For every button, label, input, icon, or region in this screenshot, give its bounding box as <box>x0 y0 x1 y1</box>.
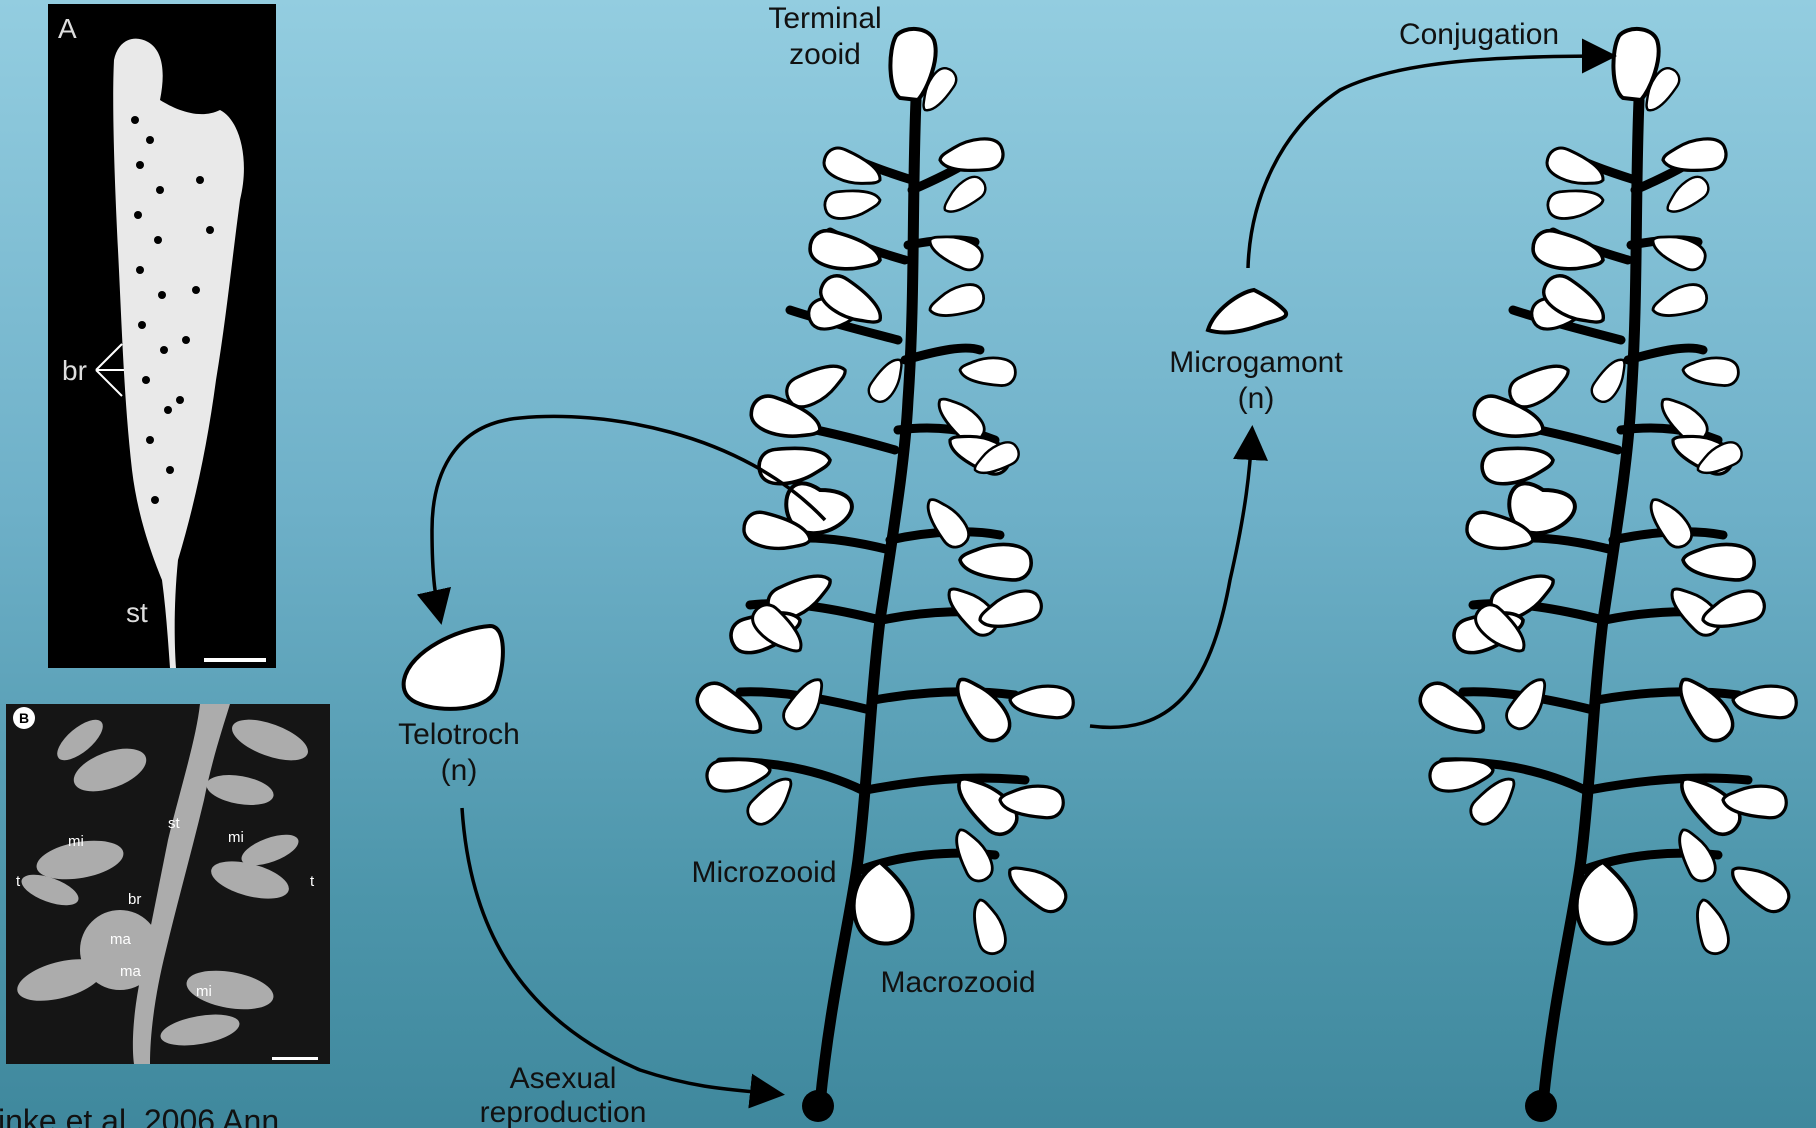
br-label-a: br <box>62 355 87 386</box>
macrozooid-lower <box>854 862 913 944</box>
ma-label-bottom: ma <box>120 963 141 980</box>
colony-diagram-right <box>1414 29 1797 1122</box>
st-label-b: st <box>168 815 181 832</box>
stalk-base <box>802 1090 834 1122</box>
scale-bar-a <box>204 658 266 662</box>
mi-label-left: mi <box>68 833 84 850</box>
citation: inke et al. 2006 Ann <box>0 1103 279 1128</box>
label-telotroch-2: (n) <box>441 754 478 787</box>
label-telotroch-1: Telotroch <box>398 718 520 751</box>
label-microgamont-2: (n) <box>1238 382 1275 415</box>
arrow-to-microgamont <box>1090 432 1252 727</box>
label-asexual-2: reproduction <box>480 1096 647 1128</box>
scale-bar-b <box>272 1057 318 1060</box>
colony-diagram-main <box>691 29 1074 1122</box>
photo-panel-b: B st mi mi mi t t br ma ma <box>6 704 330 1064</box>
mi-label-right: mi <box>228 829 244 846</box>
panel-letter-b: B <box>19 710 29 726</box>
label-terminal-zooid-1: Terminal <box>768 2 881 35</box>
br-label-b: br <box>128 891 141 908</box>
telotroch-cell <box>404 626 503 709</box>
arrow-asexual-reproduction <box>462 808 778 1094</box>
label-asexual-1: Asexual <box>510 1062 617 1095</box>
label-macrozooid: Macrozooid <box>880 966 1035 999</box>
photo-panel-a: A br st <box>48 4 276 668</box>
label-terminal-zooid-2: zooid <box>789 38 861 71</box>
mi-label-bottom: mi <box>196 983 212 1000</box>
st-label-a: st <box>126 597 148 628</box>
microgamont-cell <box>1208 290 1286 332</box>
stalk-base-right <box>1525 1090 1557 1122</box>
label-microzooid: Microzooid <box>691 856 836 889</box>
panel-letter-a: A <box>58 13 77 44</box>
label-microgamont-1: Microgamont <box>1169 346 1343 379</box>
label-conjugation: Conjugation <box>1399 18 1559 51</box>
ma-label-top: ma <box>110 931 131 948</box>
